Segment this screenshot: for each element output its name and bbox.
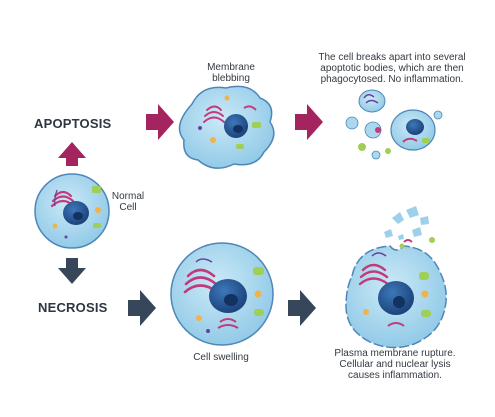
apoptotic-bodies-caption-line1: The cell breaks apart into several [318,52,466,63]
golgi-apparatus [203,105,225,123]
debris-fragment [392,212,404,224]
mitochondrion [93,223,101,228]
vesicle [363,309,369,315]
vesicle [198,126,202,130]
vesicle [224,95,230,101]
debris-fragment [399,243,405,249]
mitochondrion [422,138,430,143]
debris-fragment [384,229,393,238]
nucleolus [224,294,238,306]
normal-cell [34,173,110,249]
necrosis-heading: NECROSIS [38,300,108,315]
arrow-right-apoptosis-1 [146,104,174,140]
er-strand [371,252,387,257]
body-fragment [358,143,366,151]
normal-cell-label-line1: Normal [111,191,145,202]
nucleolus [393,296,405,308]
rupture-caption-line2: Cellular and nuclear lysis [339,359,451,370]
cell-swelling-label: Cell swelling [193,352,249,363]
arrow-right-necrosis-2 [288,290,316,326]
debris-fragment [412,227,422,237]
er-strand [217,318,239,329]
nucleolus [233,125,243,133]
membrane-blebbing-label-line2: blebbing [212,73,250,84]
arrow-up-apoptosis [58,142,86,166]
membrane-blebbing-label: Membrane blebbing [196,62,266,84]
normal-cell-label-line2: Cell [119,202,137,213]
vesicle [64,235,68,239]
vesicle [52,223,58,229]
debris-fragment [420,216,429,225]
body-fragment [385,148,391,154]
apoptotic-body [371,150,381,160]
mitochondrion [419,272,429,280]
ruptured-cell [345,206,447,349]
vesicle [196,315,202,321]
rupture-caption: Plasma membrane rupture. Cellular and nu… [320,348,470,381]
debris-fragment [398,234,404,240]
nucleus-fragment [406,119,424,135]
membrane-blebbing-label-line1: Membrane [207,62,255,73]
rupture-caption-line1: Plasma membrane rupture. [334,348,456,359]
arrow-down-necrosis [58,258,86,284]
body-fragment [402,137,418,143]
vesicle [254,290,262,298]
nucleolus [73,212,83,220]
vesicle [421,290,429,298]
vesicle [206,329,210,333]
apoptotic-body [345,116,359,130]
golgi-apparatus [358,263,390,286]
mitochondrion [253,267,264,275]
blebbing-cell [178,85,275,169]
rupture-caption-line3: causes inflammation. [348,370,442,381]
er-strand [387,322,405,327]
apoptotic-bodies-caption: The cell breaks apart into several apopt… [302,52,482,85]
apoptotic-body [433,110,443,120]
mitochondrion [92,186,101,193]
er-strand [195,258,213,263]
arrow-right-necrosis-1 [128,290,156,326]
arrow-right-apoptosis-2 [295,104,323,140]
mitochondrion [254,309,264,316]
mitochondrion [252,122,261,128]
apoptosis-heading: APOPTOSIS [34,116,112,131]
apoptotic-bodies [345,89,443,160]
mitochondrion [421,310,431,317]
debris-fragment [403,239,413,243]
body-fragment [375,127,381,133]
apoptotic-bodies-caption-line2: apoptotic bodies, which are then [320,63,464,74]
body-fragment [363,94,379,104]
debris-fragment [406,206,419,218]
normal-cell-label: Normal Cell [110,191,146,213]
vesicle [95,207,101,213]
swollen-cell [170,242,274,346]
apoptotic-bodies-caption-line3: phagocytosed. No inflammation. [320,74,464,85]
er-strand [54,189,58,207]
mitochondrion [236,144,244,149]
er-strand [243,105,257,111]
debris-fragment [429,237,435,243]
vesicle [210,137,216,143]
